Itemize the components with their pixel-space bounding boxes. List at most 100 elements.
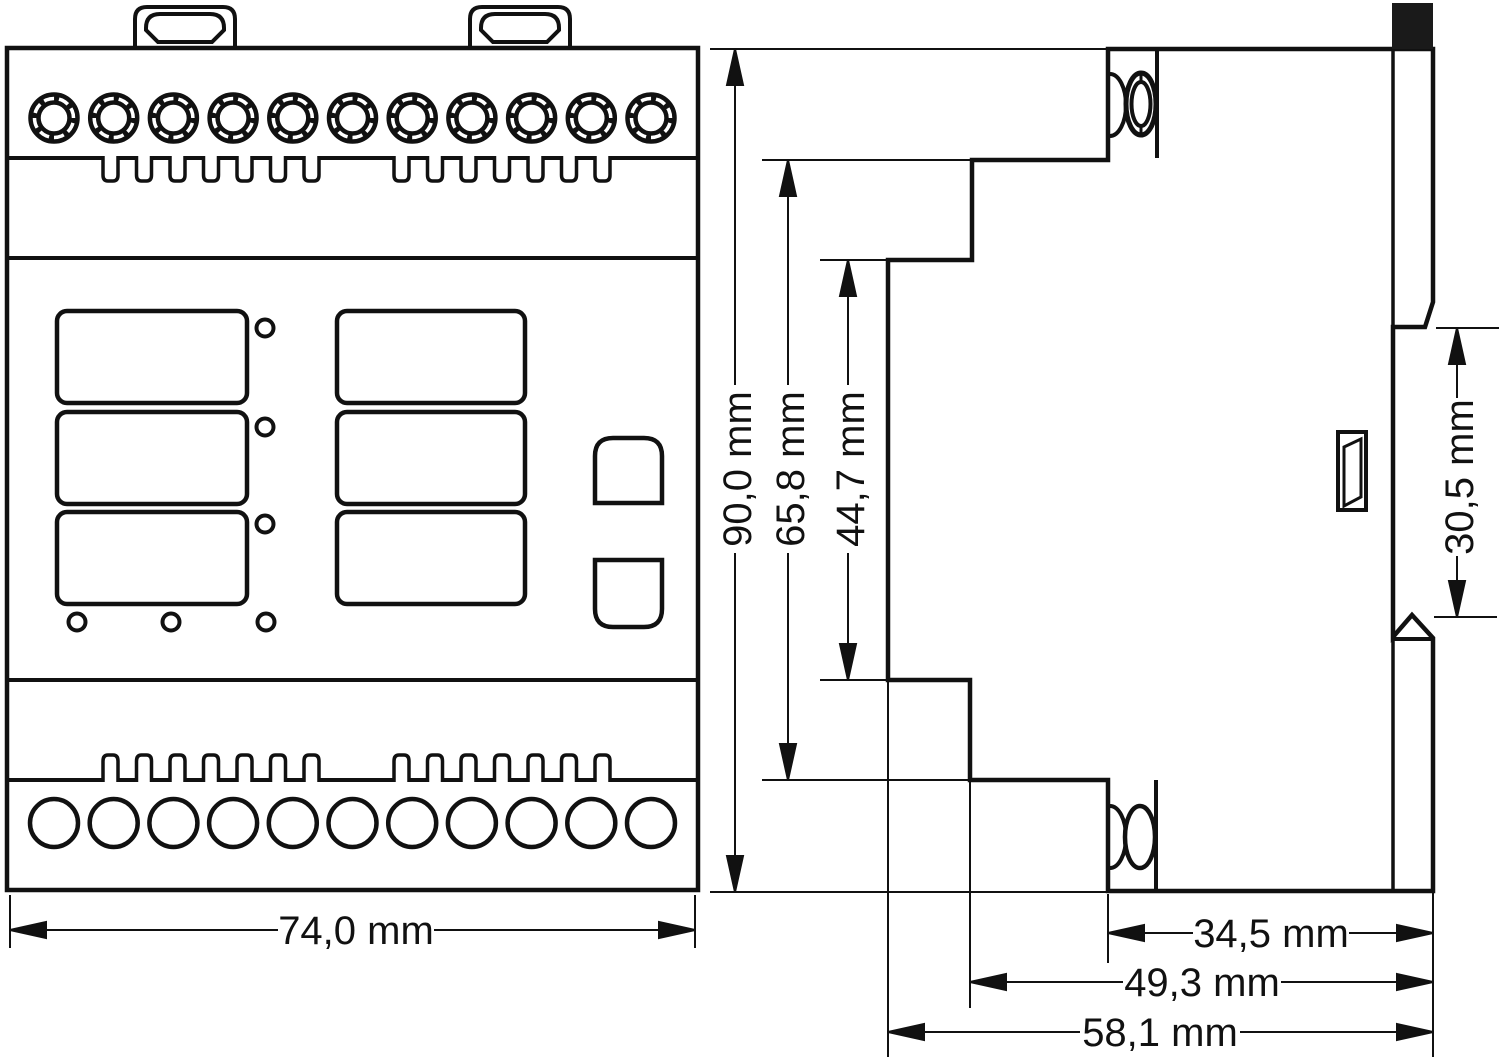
vent-slot xyxy=(201,156,221,183)
arrowhead xyxy=(887,1022,925,1042)
mounting-tab-right xyxy=(468,5,572,48)
vent-slot xyxy=(593,753,612,782)
dim-front-width: 74,0 mm xyxy=(9,895,696,953)
middle-section-height-label: 44,7 mm xyxy=(829,391,873,547)
vent-slot xyxy=(134,753,154,782)
vent-slot xyxy=(134,156,154,183)
vent-slot xyxy=(526,156,545,183)
vent-slot xyxy=(268,156,288,183)
arrowhead xyxy=(1107,923,1145,943)
terminal-screw-notches xyxy=(329,94,376,142)
clip-detail-inner xyxy=(1342,436,1363,509)
body-depth-label: 49,3 mm xyxy=(1124,961,1280,1005)
terminal-screw-notches xyxy=(269,94,317,142)
din-rail-cutout-label: 30,5 mm xyxy=(1438,399,1482,555)
button-down xyxy=(592,557,665,630)
arrowhead xyxy=(658,920,696,940)
terminal-screw-inner xyxy=(215,100,251,136)
terminal-hole xyxy=(385,796,439,850)
vent-slot xyxy=(425,156,445,183)
terminal-screw-inner xyxy=(633,100,669,136)
terminal-screw-notches xyxy=(149,94,197,142)
dim-middle-section-height: 44,7 mm xyxy=(820,259,890,681)
vent-slot xyxy=(302,753,321,782)
arrowhead xyxy=(9,920,47,940)
arrowhead xyxy=(969,972,1007,992)
arrowhead xyxy=(838,259,858,297)
status-led xyxy=(66,611,88,633)
status-led xyxy=(160,611,182,633)
arrowhead xyxy=(1447,580,1467,618)
terminal-screw-inner xyxy=(95,100,132,136)
status-led xyxy=(254,416,276,438)
terminal-screw-notches xyxy=(508,94,556,142)
vent-slot xyxy=(302,156,321,183)
terminal-hole xyxy=(27,796,81,850)
vent-slot xyxy=(201,753,221,782)
screw-head-inner-top xyxy=(1129,80,1153,128)
dim-din-rail-cutout: 30,5 mm xyxy=(1434,327,1499,618)
status-led xyxy=(254,513,276,535)
arrowhead xyxy=(725,855,745,893)
screw-head-bottom xyxy=(1122,803,1158,871)
display-window xyxy=(334,308,528,406)
display-windows xyxy=(54,308,528,607)
status-led xyxy=(255,611,277,633)
upper-section-height-label: 65,8 mm xyxy=(769,391,813,547)
vent-slot xyxy=(492,156,512,183)
vent-slot xyxy=(593,156,612,183)
terminal-screw-notches xyxy=(448,94,496,142)
terminal-screws-top-row xyxy=(28,92,677,144)
terminal-screw-notches xyxy=(30,94,78,142)
arrowhead xyxy=(778,159,798,197)
vent-slot xyxy=(101,156,120,183)
arrowhead xyxy=(1447,327,1467,365)
display-window xyxy=(54,308,250,406)
total-depth-label: 58,1 mm xyxy=(1082,1011,1238,1055)
terminal-hole xyxy=(87,796,140,850)
terminal-screw-notches xyxy=(567,94,615,142)
terminal-holes-bottom-row xyxy=(27,796,678,850)
terminal-hole xyxy=(206,796,260,850)
display-window xyxy=(54,509,250,607)
terminal-screw-inner xyxy=(394,100,430,136)
vent-slot xyxy=(559,753,579,782)
vent-slot xyxy=(425,753,445,782)
terminal-hole xyxy=(445,796,499,850)
terminal-hole xyxy=(624,796,678,850)
terminal-screw-inner xyxy=(454,100,490,136)
display-window xyxy=(334,409,528,507)
dimension-annotations: 74,0 mm 90,0 mm 65,8 mm xyxy=(9,48,1499,1057)
vent-slot xyxy=(101,753,120,782)
arrowhead xyxy=(838,643,858,681)
side-view xyxy=(885,3,1436,894)
vent-slot xyxy=(168,753,187,782)
vent-slot xyxy=(235,156,254,183)
arrowhead xyxy=(725,48,745,86)
terminal-screw-inner xyxy=(275,100,311,136)
terminal-screw-notches xyxy=(209,94,257,142)
total-height-label: 90,0 mm xyxy=(716,391,760,547)
vent-slot xyxy=(459,753,478,782)
dim-upper-section-height: 65,8 mm xyxy=(762,159,974,781)
dim-terminal-depth: 34,5 mm xyxy=(1107,892,1434,1057)
vent-slot xyxy=(526,753,545,782)
vent-slot xyxy=(559,156,579,183)
mounting-tab-left-slot xyxy=(144,12,226,44)
vent-slot xyxy=(268,753,288,782)
terminal-screw-inner xyxy=(36,100,72,136)
front-width-label: 74,0 mm xyxy=(278,909,434,953)
terminal-screw-inner xyxy=(573,100,610,136)
vent-slots-top xyxy=(101,156,612,183)
terminal-screw-inner xyxy=(513,100,550,136)
dim-body-depth: 49,3 mm xyxy=(969,781,1434,1008)
din-rail-release-clip xyxy=(1392,3,1433,49)
button-up xyxy=(592,435,665,506)
terminal-hole xyxy=(565,796,618,850)
terminal-screw-inner xyxy=(334,100,371,136)
terminal-depth-label: 34,5 mm xyxy=(1193,912,1349,956)
terminal-screw-notches xyxy=(90,94,138,142)
terminal-screw-inner xyxy=(155,100,192,136)
